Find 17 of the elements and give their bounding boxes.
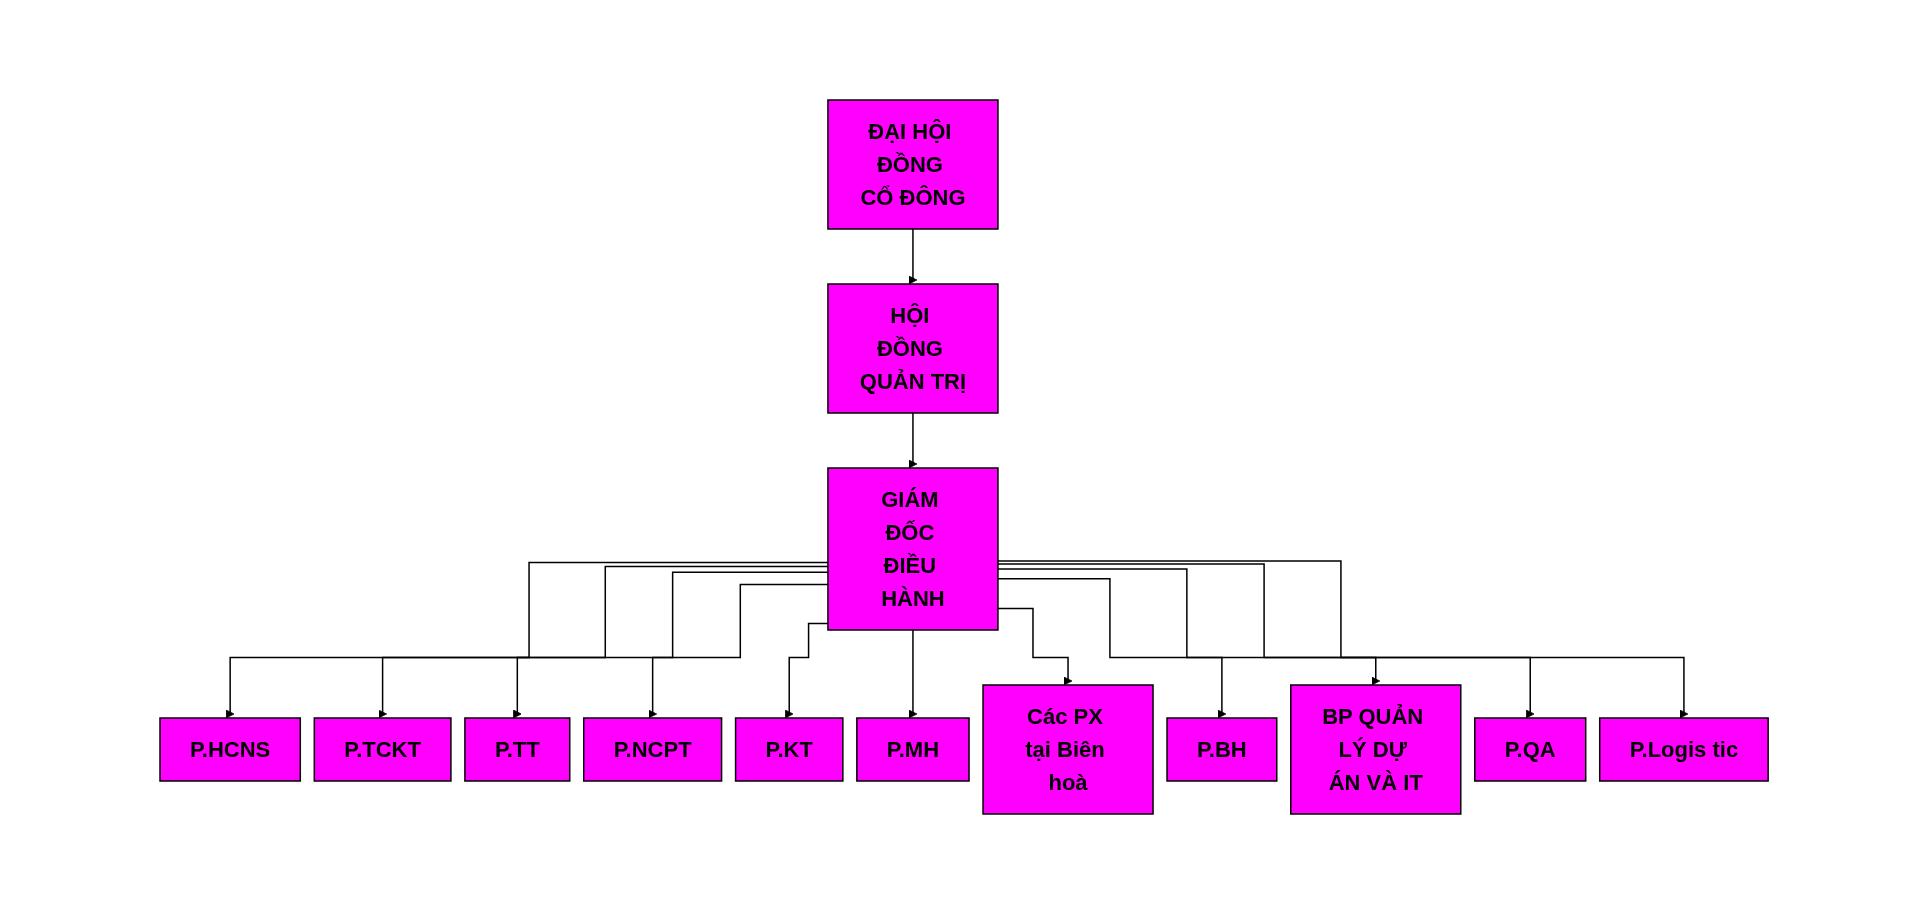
node-box: P.Logis tic xyxy=(1599,717,1770,782)
arrow xyxy=(909,629,918,719)
node-box: P.TT xyxy=(464,717,571,782)
node-box: HỘI ĐỒNG QUẢN TRỊ xyxy=(827,283,1000,414)
node-box: Các PX tại Biên hoà xyxy=(982,684,1155,815)
node-box: P.TCKT xyxy=(314,717,453,782)
node-box: P.KT xyxy=(735,717,845,782)
node-box: P.NCPT xyxy=(583,717,723,782)
node-box: P.HCNS xyxy=(159,717,302,782)
arrow xyxy=(909,412,918,469)
node-box: BP QUẢN LÝ DỰ ÁN VÀ IT xyxy=(1290,684,1462,815)
arrow xyxy=(909,228,918,285)
node-box: P.MH xyxy=(856,717,971,782)
node-box: GIÁM ĐỐC ĐIỀU HÀNH xyxy=(827,467,1000,631)
node-box: P.QA xyxy=(1474,717,1587,782)
node-box: P.BH xyxy=(1166,717,1278,782)
node-box: ĐẠI HỘI ĐỒNG CỔ ĐÔNG xyxy=(827,99,1000,230)
